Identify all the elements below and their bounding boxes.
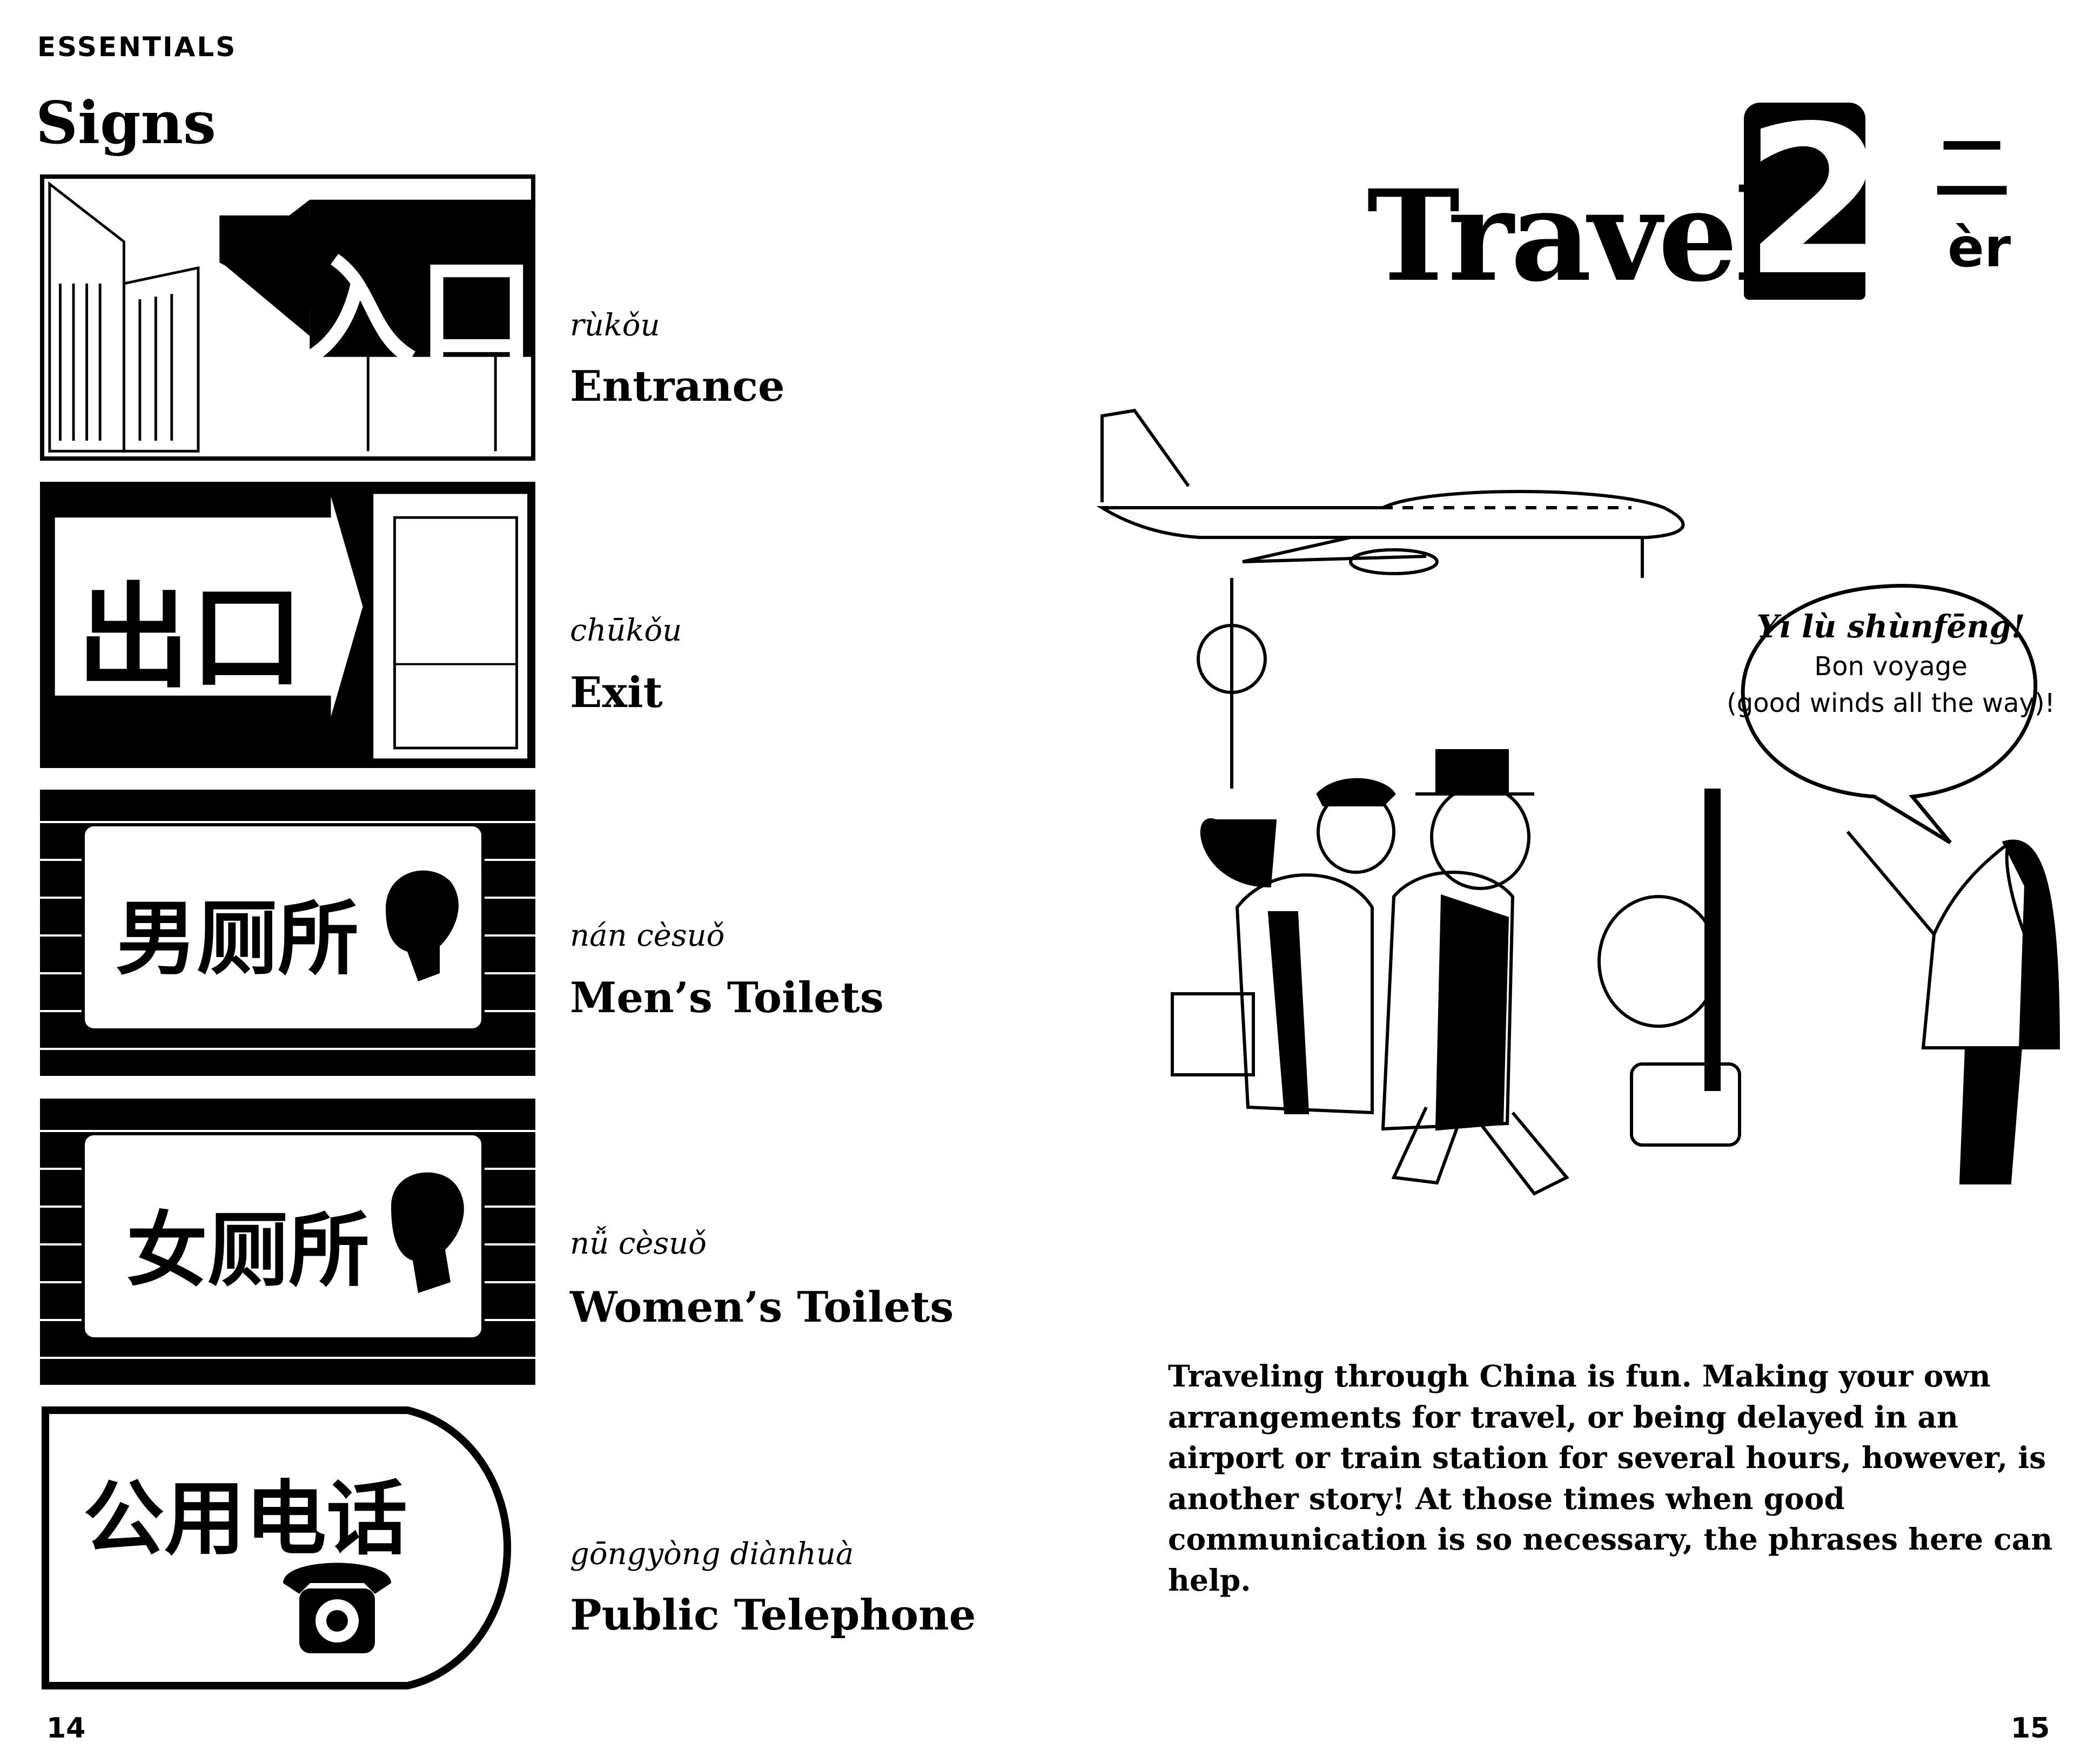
sign-chinese-text: 女厕所 bbox=[126, 1204, 370, 1298]
sign-chinese-text: 男厕所 bbox=[116, 892, 359, 986]
brick-wall-plaque bbox=[40, 1130, 535, 1359]
page-title: Signs bbox=[36, 89, 216, 157]
intro-paragraph: Traveling through China is fun. Making y… bbox=[1168, 1358, 2053, 1598]
sign-entrance: 入口 bbox=[40, 174, 535, 461]
chapter-title: Travel bbox=[1367, 162, 1782, 309]
sign-english: Women’s Toilets bbox=[570, 1283, 954, 1332]
sign-womens-toilets: 女厕所 bbox=[40, 1099, 535, 1385]
people-illustration bbox=[1171, 578, 2060, 1196]
sign-chinese-text: 入口 bbox=[298, 244, 535, 382]
man-silhouette-icon bbox=[386, 870, 459, 981]
sign-mens-toilets: 男厕所 bbox=[40, 790, 535, 1076]
exit-arrow-illustration bbox=[55, 494, 528, 759]
airplane-illustration bbox=[1096, 408, 1685, 578]
section-label: ESSENTIALS bbox=[37, 31, 237, 63]
woman-silhouette-icon bbox=[391, 1172, 464, 1293]
sign-pinyin: nǚ cèsuǒ bbox=[570, 1226, 707, 1261]
page-number-left: 14 bbox=[46, 1712, 86, 1745]
sign-exit: 出口 bbox=[40, 482, 535, 768]
bubble-literal: (good winds all the way)! bbox=[1727, 688, 2055, 718]
telephone-icon bbox=[283, 1563, 391, 1653]
brick-wall-plaque bbox=[40, 821, 535, 1050]
chapter-number-pinyin: èr bbox=[1948, 216, 2011, 279]
sign-pinyin: nán cèsuǒ bbox=[570, 918, 725, 953]
sign-english: Public Telephone bbox=[570, 1591, 976, 1640]
speech-bubble bbox=[1741, 584, 2038, 844]
chapter-number-chinese: 二 bbox=[1934, 125, 2010, 213]
bubble-translation: Bon voyage bbox=[1814, 651, 1968, 682]
speech-bubble-text: Yí lù shùnfēng! Bon voyage (good winds a… bbox=[1713, 605, 2069, 722]
sign-chinese-text: 公用电话 bbox=[83, 1472, 408, 1566]
door-arrow-illustration bbox=[48, 181, 531, 453]
page-number-right: 15 bbox=[2011, 1712, 2050, 1745]
sign-pinyin: chūkǒu bbox=[570, 613, 682, 648]
sign-pinyin: rùkǒu bbox=[570, 308, 660, 343]
sign-chinese-text: 出口 bbox=[77, 571, 304, 704]
sign-english: Exit bbox=[570, 668, 663, 717]
sign-pinyin: gōngyòng diànhuà bbox=[570, 1537, 854, 1572]
telephone-plaque bbox=[42, 1406, 512, 1689]
travelers-illustration bbox=[1096, 408, 2060, 1196]
chapter-number: 2 bbox=[1744, 82, 1887, 321]
sign-english: Entrance bbox=[570, 362, 785, 411]
bubble-pinyin: Yí lù shùnfēng! bbox=[1756, 608, 2025, 645]
sign-english: Men’s Toilets bbox=[570, 973, 884, 1022]
sign-public-telephone: 公用电话 bbox=[40, 1405, 535, 1691]
